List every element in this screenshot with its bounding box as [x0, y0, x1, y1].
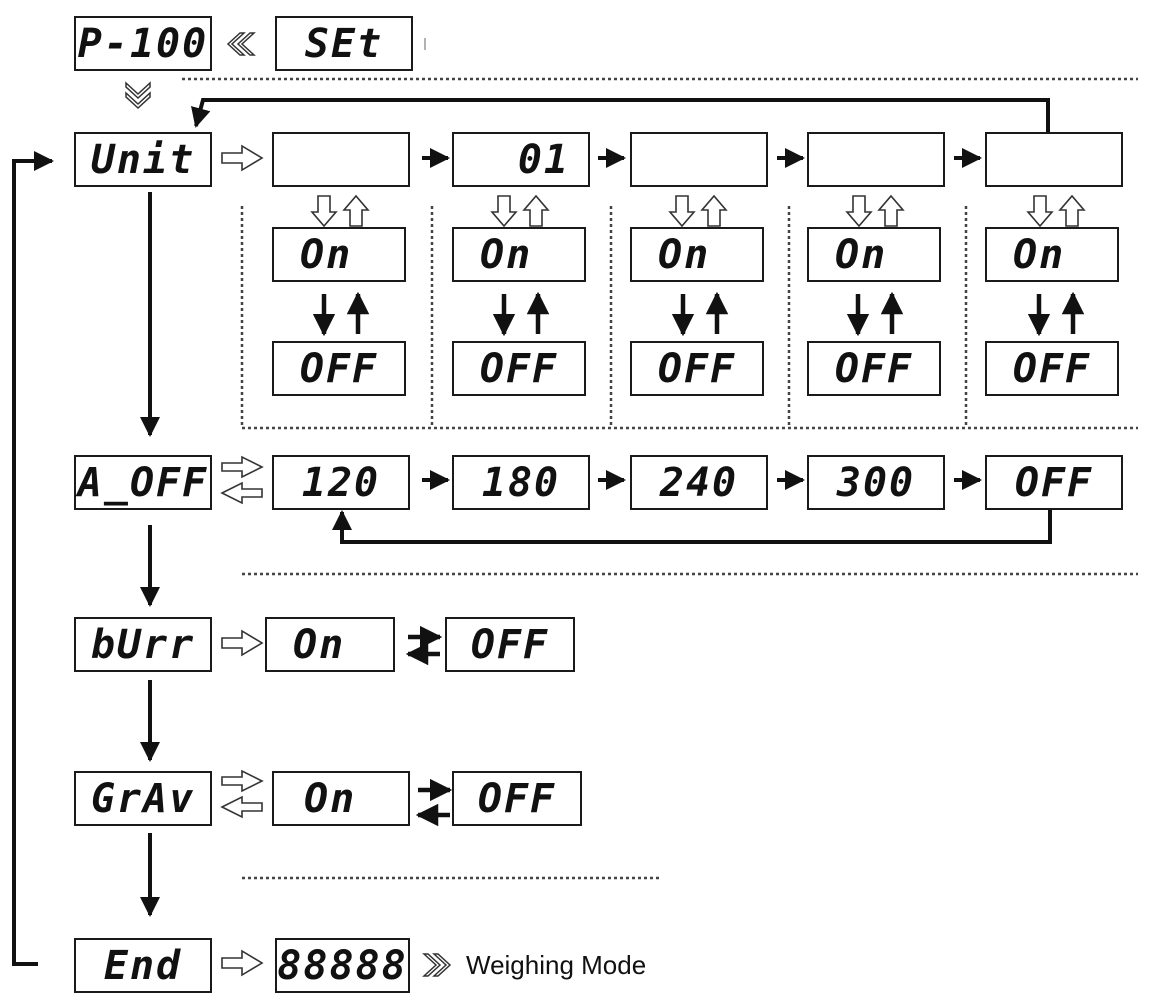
autooff-option-5-value: OFF [1014, 459, 1094, 506]
unit-1-off-label: OFF [299, 345, 379, 392]
hollow-down-arrow-icon [310, 195, 338, 228]
autooff-option-4[interactable]: 300 [807, 455, 945, 510]
autooff-option-3[interactable]: 240 [630, 455, 768, 510]
unit-3-on-display[interactable]: On [630, 227, 764, 282]
autooff-option-1[interactable]: 120 [272, 455, 410, 510]
unit-5-off-display[interactable]: OFF [985, 341, 1119, 396]
unit-4-on-display[interactable]: On [807, 227, 941, 282]
double-chevron-left-icon [226, 32, 256, 56]
hollow-up-arrow-icon [342, 194, 370, 227]
hollow-right-arrow-icon [221, 629, 264, 657]
autooff-option-3-value: 240 [659, 459, 739, 506]
autooff-option-2-value: 180 [481, 459, 561, 506]
hollow-down-arrow-icon [1026, 195, 1054, 228]
buzzer-off-display[interactable]: OFF [445, 617, 575, 672]
unit-return-arrow [191, 98, 1050, 132]
gravity-label: GrAv [90, 775, 196, 822]
hollow-up-arrow-icon [877, 194, 905, 227]
unit-2-on-label: On [480, 231, 533, 278]
hollow-down-arrow-icon [845, 195, 873, 228]
main-loop-arrows [12, 151, 160, 966]
autooff-option-5[interactable]: OFF [985, 455, 1123, 510]
hollow-right-arrow-icon [221, 144, 264, 172]
hollow-right-arrow-icon [221, 769, 264, 793]
unit-select-arrows [310, 194, 1086, 228]
unit-2-on-display[interactable]: On [452, 227, 586, 282]
unit-option-2[interactable]: 01 [452, 132, 590, 187]
gravity-off-label: OFF [477, 775, 557, 822]
autooff-label: A_OFF [77, 459, 209, 506]
gravity-on-label: On [304, 775, 357, 822]
end-label: End [103, 942, 183, 989]
buzzer-on-label: On [293, 621, 346, 668]
unit-label: Unit [90, 136, 196, 183]
all-segments-value: 88888 [277, 942, 408, 989]
unit-menu-display[interactable]: Unit [74, 132, 212, 187]
unit-1-on-display[interactable]: On [272, 227, 406, 282]
hollow-right-arrow-icon [221, 455, 264, 479]
p100-display: P-100 [74, 16, 212, 71]
return-to-unit-arrow [12, 151, 54, 966]
autooff-return-arrow [332, 508, 1052, 544]
hollow-right-arrow-icon [221, 949, 264, 977]
buzzer-off-label: OFF [470, 621, 550, 668]
set-label: SEt [304, 20, 384, 67]
unit-option-2-value: 01 [517, 136, 570, 183]
autooff-menu-display[interactable]: A_OFF [74, 455, 212, 510]
unit-5-on-label: On [1013, 231, 1066, 278]
set-display[interactable]: SEt [275, 16, 413, 71]
unit-4-off-display[interactable]: OFF [807, 341, 941, 396]
toggle-arrows [312, 291, 1085, 337]
unit-option-3[interactable] [630, 132, 768, 187]
hollow-left-arrow-icon [220, 481, 263, 505]
unit-5-off-label: OFF [1012, 345, 1092, 392]
end-menu-display[interactable]: End [74, 938, 212, 993]
gravity-off-display[interactable]: OFF [452, 771, 582, 826]
gravity-menu-display[interactable]: GrAv [74, 771, 212, 826]
buzzer-menu-display[interactable]: bUrr [74, 617, 212, 672]
unit-1-off-display[interactable]: OFF [272, 341, 406, 396]
unit-2-off-label: OFF [479, 345, 559, 392]
unit-cycle-arrows [191, 98, 1050, 168]
unit-3-off-label: OFF [657, 345, 737, 392]
all-segments-display: 88888 [275, 938, 410, 993]
p100-code: P-100 [77, 20, 209, 67]
buzzer-label: bUrr [90, 621, 196, 668]
autooff-cycle-arrows [332, 470, 1052, 544]
hollow-up-arrow-icon [700, 194, 728, 227]
unit-3-on-label: On [658, 231, 711, 278]
unit-option-1[interactable] [272, 132, 410, 187]
autooff-option-2[interactable]: 180 [452, 455, 590, 510]
autooff-option-1-value: 120 [301, 459, 381, 506]
unit-3-off-display[interactable]: OFF [630, 341, 764, 396]
unit-4-off-label: OFF [834, 345, 914, 392]
double-chevron-down-icon [125, 81, 151, 110]
section-dividers [182, 77, 1138, 880]
hollow-up-arrow-icon [522, 194, 550, 227]
unit-option-4[interactable] [807, 132, 945, 187]
unit-2-off-display[interactable]: OFF [452, 341, 586, 396]
unit-1-on-label: On [300, 231, 353, 278]
unit-5-on-display[interactable]: On [985, 227, 1119, 282]
hollow-up-arrow-icon [1058, 194, 1086, 227]
unit-option-5[interactable] [985, 132, 1123, 187]
side-toggle-arrows [405, 625, 453, 827]
hollow-down-arrow-icon [668, 195, 696, 228]
autooff-option-4-value: 300 [836, 459, 916, 506]
hollow-down-arrow-icon [490, 195, 518, 228]
hollow-left-arrow-icon [220, 795, 263, 819]
buzzer-on-display[interactable]: On [265, 617, 395, 672]
weighing-mode-caption: Weighing Mode [466, 950, 647, 980]
enter-arrows [220, 144, 264, 977]
double-chevron-right-icon [422, 953, 452, 977]
unit-4-on-label: On [835, 231, 888, 278]
gravity-on-display[interactable]: On [272, 771, 410, 826]
